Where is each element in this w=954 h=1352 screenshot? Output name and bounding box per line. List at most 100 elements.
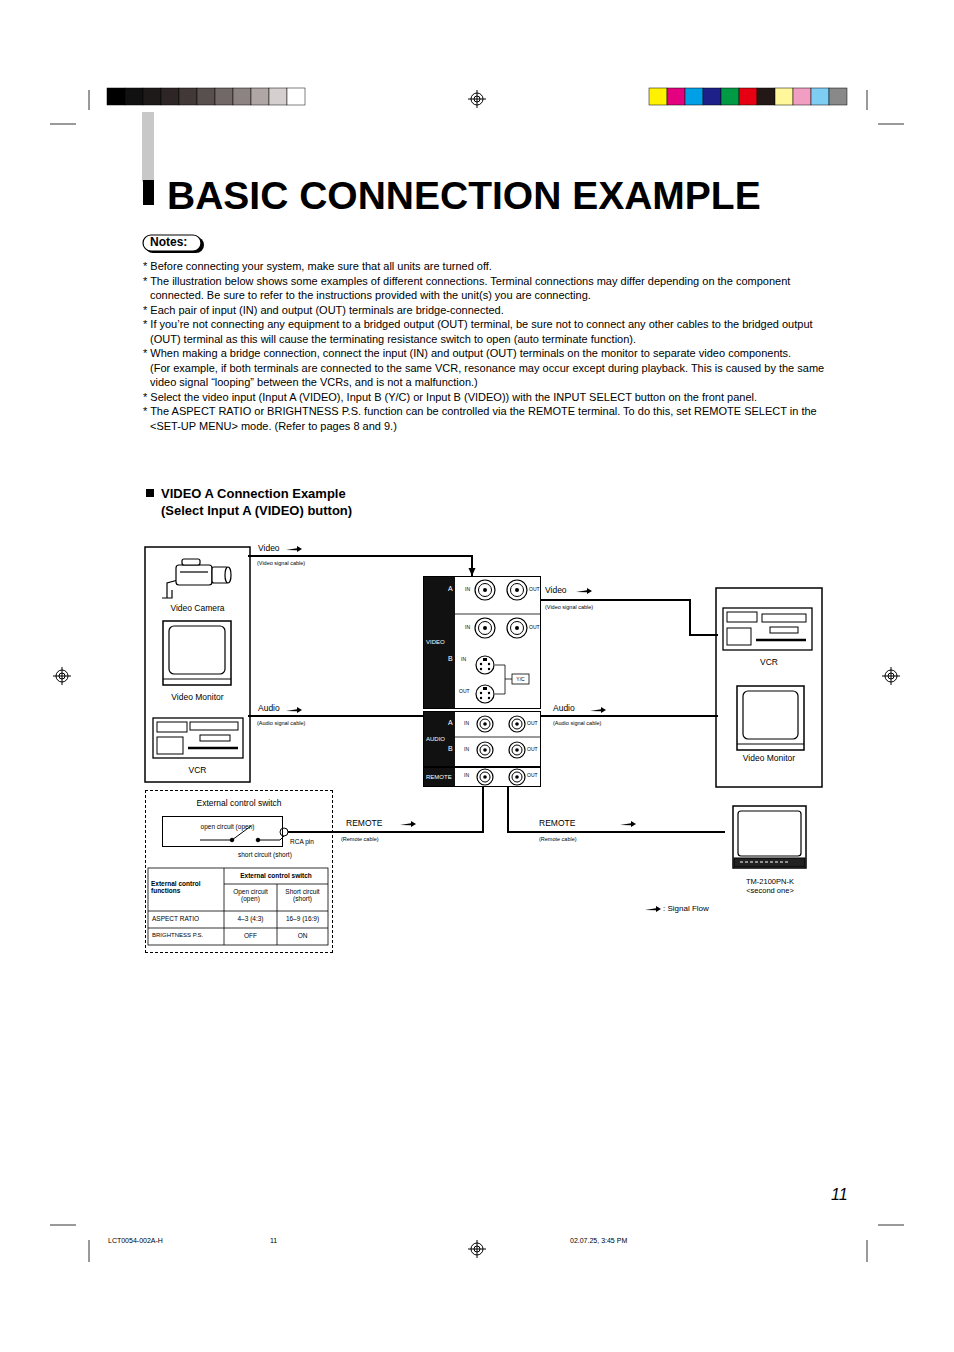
note-text: * Before connecting your system, make su… [143,259,825,274]
title-marker [143,180,154,205]
color-bar [649,88,847,105]
color-bar-part [775,88,793,105]
terminal-panel-part [507,580,527,600]
video-monitor-icon-part [163,621,231,685]
node-text: VCR [760,657,778,667]
label-text: A [448,585,453,593]
label-text: (Video signal cable) [257,560,305,566]
label-text: OUT [529,625,540,631]
label-text: RCA pin [290,838,314,845]
vcr-icon-part [157,737,183,754]
terminal-panel-part [477,742,493,758]
video-camera: Video Camera [147,545,248,615]
color-bar-part [721,88,739,105]
remote-terminal-section: REMOTE [423,767,541,787]
label-text: OUT [529,587,540,593]
label-text: 02.07.25, 3:45 PM [570,1237,627,1245]
label-text: Open circuit (open) [226,888,276,903]
video-terminal-section: VIDEO [423,576,541,709]
terminal-panel-part [475,618,495,638]
label-text: OFF [244,932,257,939]
video-monitor-icon [163,621,231,685]
node-text: VCR [189,765,207,775]
node-text: AUDIO [426,736,445,742]
label-text: OUT [459,689,470,695]
switch-symbol-part [280,828,288,836]
label-text: (Remote cable) [539,836,577,842]
notes-badge [143,235,204,253]
color-bar-part [667,88,685,105]
cable-line [248,556,472,576]
node-text: Video Monitor [171,692,223,702]
crop-marks-part [878,1225,904,1226]
video-monitor-icon-part [169,626,225,674]
cable-connector [541,716,718,717]
video-monitor-icon [737,686,804,750]
label-text: ASPECT RATIO [152,915,199,922]
label-text: OUT [527,721,538,727]
signal-flow-arrows-part [286,546,302,552]
switch-symbol-part [288,831,334,833]
gray-bar-part [269,88,287,105]
note-text: * The illustration below shows some exam… [143,274,825,303]
gray-bar-part [143,88,161,105]
label-text: OUT [527,747,538,753]
label-text: A [448,719,453,727]
signal-flow-arrows-part [286,707,302,713]
cable-connector [248,556,476,576]
video-camera-icon-part [225,567,231,583]
vcr-icon [723,608,812,650]
terminal-panel-part [495,665,512,694]
color-bar-part [793,88,811,105]
page-title: BASIC CONNECTION EXAMPLE [167,176,761,215]
vcr: VCR [147,705,248,780]
terminal-panel [424,577,540,786]
label-text: IN [461,657,466,663]
switch-symbol-part [200,840,230,841]
vcr-icon [153,718,243,758]
video-camera-icon-part [180,571,208,572]
video-monitor: Video Monitor [718,672,820,765]
label-text: 11 [831,1186,848,1204]
cable-label: REMOTE [539,819,575,829]
label-text: External control switch [240,872,312,879]
terminal-panel-part [512,674,529,684]
vcr-icon-part [762,614,806,622]
label-text: B [448,655,453,663]
note-text: * When making a bridge connection, conne… [143,346,825,361]
note-text: * The ASPECT RATIO or BRIGHTNESS P.S. fu… [143,404,825,433]
control-table-part [224,884,328,885]
crop-marks-part [50,1225,76,1226]
terminal-panel-part [455,737,540,738]
tm-2100pn-k-icon-part [738,811,801,856]
color-bar-part [811,88,829,105]
label-text: IN [465,587,470,593]
registration-marks-part [468,90,486,108]
control-table-part [148,928,328,929]
label-text: IN [464,747,469,753]
vcr: VCR [718,600,820,670]
gray-bar-part [179,88,197,105]
vcr-icon-part [200,735,230,741]
video-camera-icon-part [182,559,200,565]
video-monitor: Video Monitor [147,617,248,705]
vcr-icon-part [770,627,798,633]
node-text: <second one> [746,886,794,895]
video-monitor-icon-part [163,679,231,680]
vcr-icon-part [157,722,187,732]
node-text: VIDEO [426,639,445,645]
vcr-icon-part [727,612,757,622]
color-bar-part [829,88,847,105]
crop-marks-part [878,124,904,125]
terminal-panel-part [477,769,493,785]
cable-connector [508,787,725,832]
signal-flow-arrows-part [645,906,661,912]
cable-line [508,787,725,832]
destination-group-frame [716,588,822,787]
terminal-panel-part [509,769,525,785]
control-table-part [148,911,328,912]
terminal-panel-part [507,618,527,638]
crop-marks-part [89,90,90,110]
label-text: Short circuit (short) [278,888,328,903]
label-text: 11 [270,1237,277,1245]
